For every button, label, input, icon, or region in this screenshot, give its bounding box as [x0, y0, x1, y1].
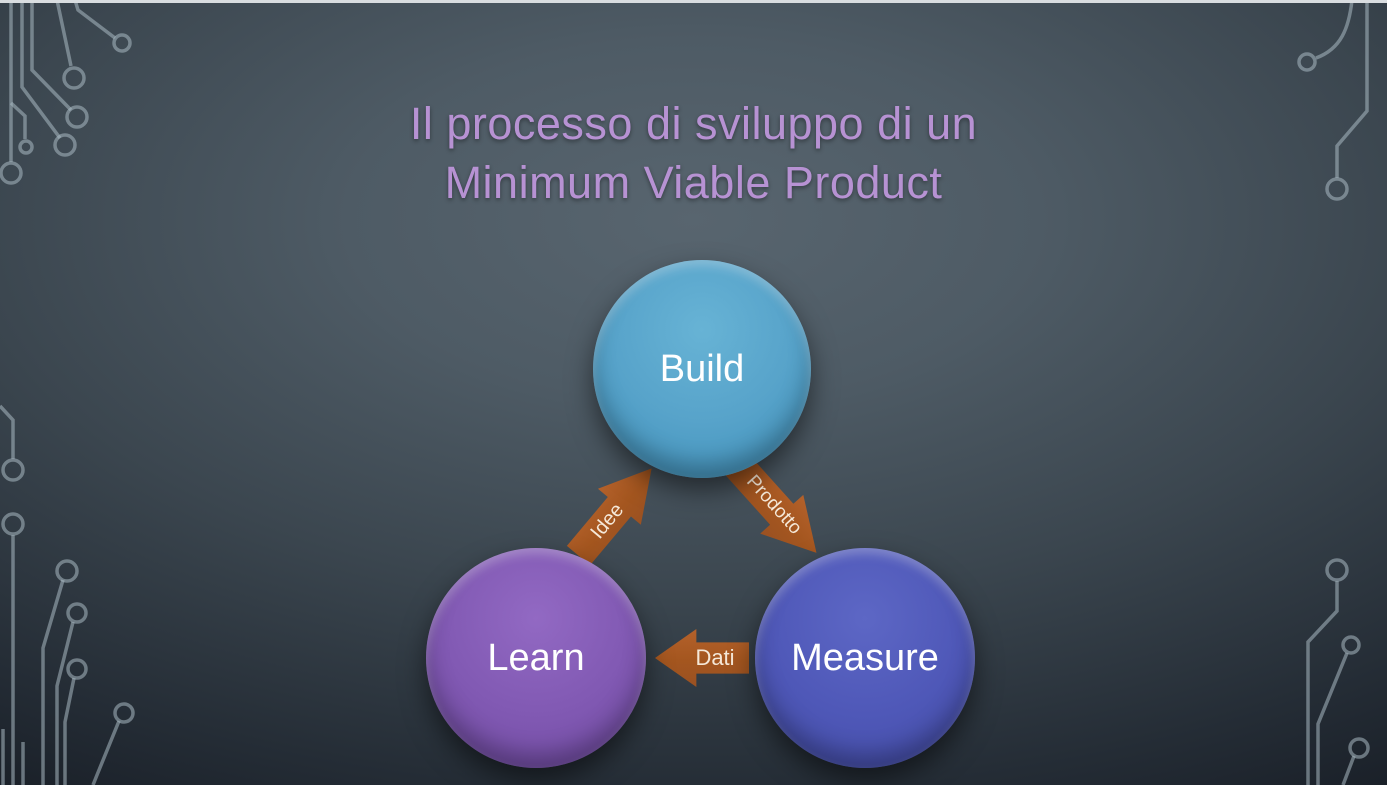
node-build-label: Build: [659, 347, 745, 390]
slide-title-line2: Minimum Viable Product: [444, 157, 943, 208]
slide-title-line1: Il processo di sviluppo di un: [409, 98, 978, 149]
arrow-dati: Dati: [655, 629, 749, 687]
slide-title: Il processo di sviluppo di un Minimum Vi…: [0, 94, 1387, 212]
arrow-idee-label: Idee: [585, 498, 628, 543]
top-accent-line: [0, 0, 1387, 3]
node-measure: Measure: [755, 548, 975, 768]
circuit-decoration-left-middle: [0, 404, 25, 785]
circuit-decoration-bottom-right: [1306, 558, 1370, 785]
arrow-prodotto-label: Prodotto: [742, 471, 806, 539]
node-build: Build: [593, 260, 811, 478]
circuit-decoration-bottom-left: [1, 559, 135, 785]
node-learn-label: Learn: [487, 636, 585, 679]
node-measure-label: Measure: [791, 636, 939, 679]
arrow-dati-label: Dati: [695, 645, 735, 670]
node-learn: Learn: [426, 548, 646, 768]
